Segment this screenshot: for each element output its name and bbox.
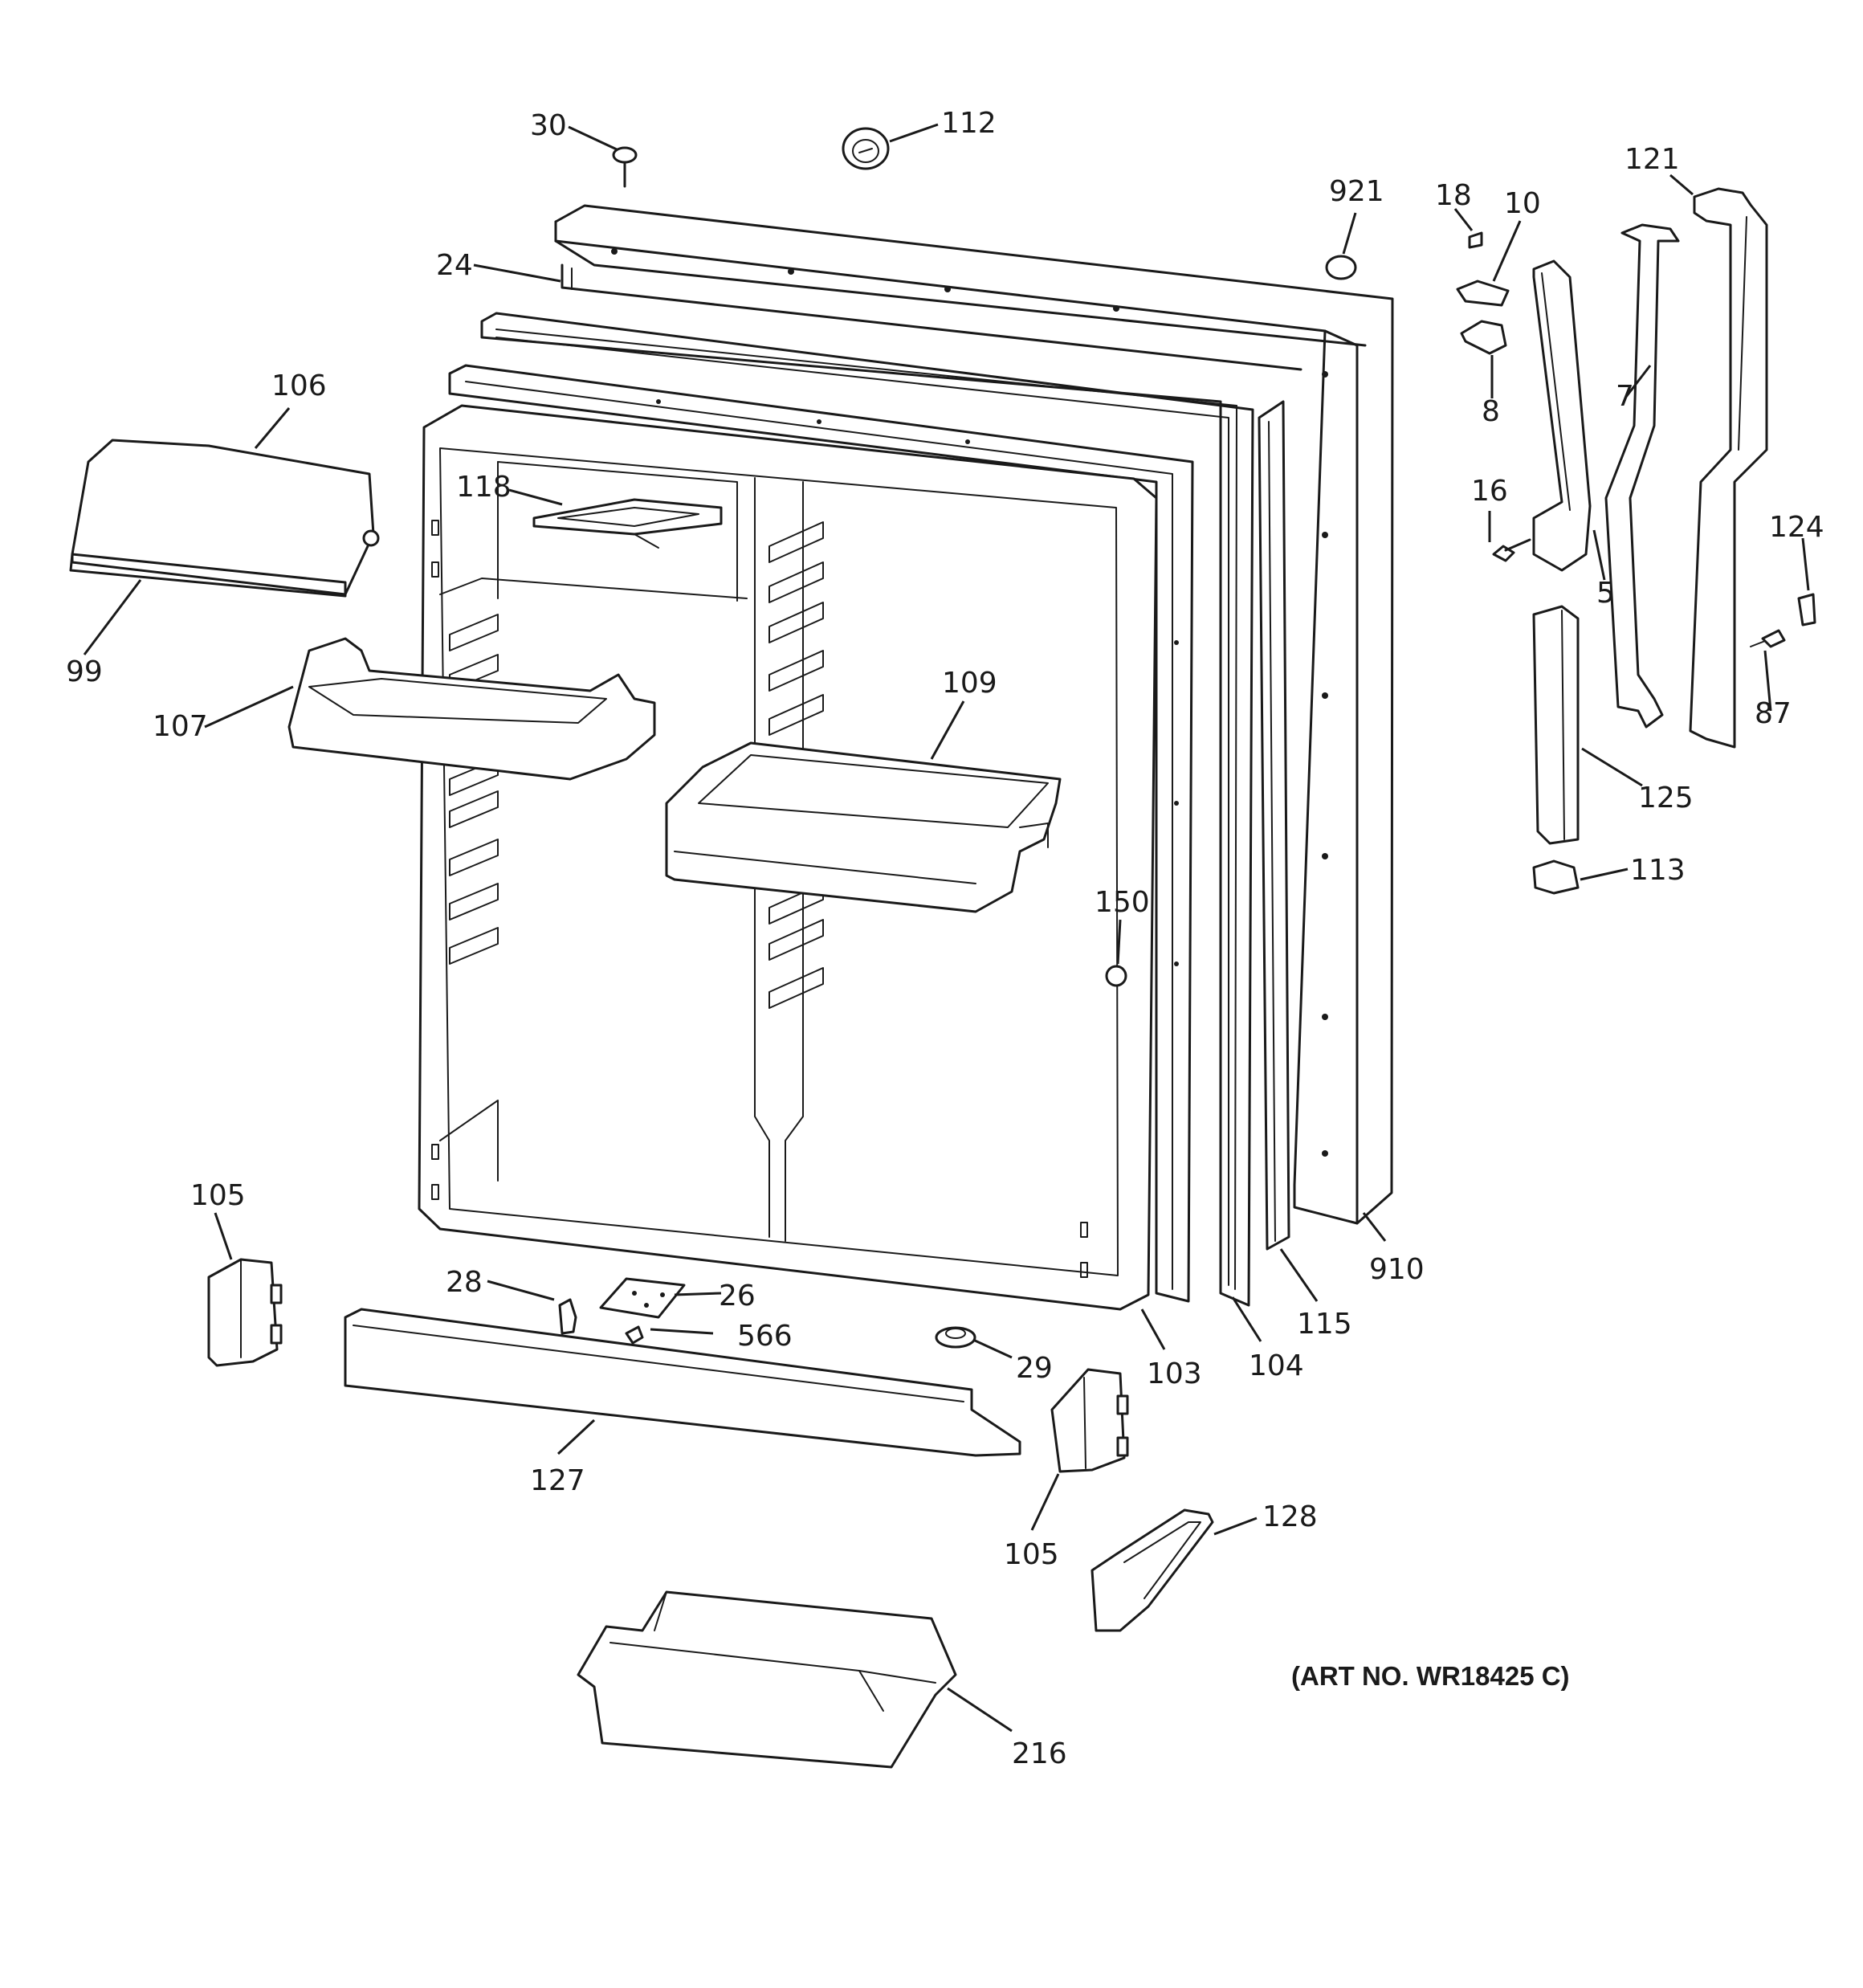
screw-30 — [612, 146, 638, 188]
hinge-cover-10 — [1456, 280, 1510, 307]
label-24: 24 — [436, 249, 473, 282]
label-29: 29 — [1016, 1352, 1053, 1385]
door-shelf-upper — [287, 637, 656, 781]
label-106: 106 — [271, 369, 327, 402]
vertical-strip — [1258, 400, 1290, 1251]
label-105-left: 105 — [190, 1179, 246, 1212]
screw-18 — [1468, 231, 1483, 249]
screw-16 — [1492, 538, 1531, 562]
screw-150 — [1105, 965, 1127, 987]
label-115: 115 — [1297, 1308, 1352, 1341]
hinge-bracket-121 — [1689, 187, 1768, 749]
small-bin — [532, 498, 723, 549]
label-128: 128 — [1262, 1500, 1318, 1533]
label-87: 87 — [1755, 697, 1792, 730]
pin-28 — [558, 1298, 577, 1335]
leader-lines — [83, 123, 1810, 1733]
bottom-bin-216 — [577, 1590, 957, 1769]
label-99: 99 — [66, 655, 103, 688]
label-113: 113 — [1630, 854, 1686, 887]
label-30: 30 — [530, 109, 567, 142]
dairy-compartment-door — [69, 439, 380, 598]
art-number: (ART NO. WR18425 C) — [1291, 1661, 1570, 1691]
door-bin — [665, 741, 1062, 913]
part-labels: 30 112 921 18 10 121 24 8 7 106 118 16 5… — [66, 107, 1824, 1770]
label-18: 18 — [1435, 179, 1472, 212]
label-16: 16 — [1471, 475, 1508, 508]
door-outer-shell — [554, 204, 1394, 1225]
label-103: 103 — [1147, 1357, 1202, 1390]
label-118: 118 — [456, 471, 512, 504]
plate-26 — [599, 1277, 686, 1319]
hinge-arm-7 — [1604, 223, 1680, 729]
clip-124 — [1797, 593, 1816, 627]
label-5: 5 — [1596, 577, 1615, 610]
handle-5 — [1532, 259, 1592, 572]
label-124: 124 — [1769, 511, 1824, 544]
label-216: 216 — [1012, 1737, 1067, 1770]
label-112: 112 — [941, 107, 997, 140]
label-10: 10 — [1504, 187, 1541, 220]
top-trim-strip — [561, 263, 1302, 371]
bottom-trim-bar — [344, 1308, 1021, 1457]
label-109: 109 — [942, 667, 997, 700]
plug-112 — [842, 127, 890, 170]
label-910: 910 — [1369, 1253, 1425, 1286]
label-566: 566 — [737, 1320, 793, 1353]
label-127: 127 — [530, 1464, 585, 1497]
label-26: 26 — [719, 1280, 756, 1312]
end-cap-105-right — [1050, 1368, 1129, 1473]
label-8: 8 — [1482, 395, 1500, 428]
screw-87 — [1750, 629, 1786, 648]
label-107: 107 — [153, 710, 208, 743]
label-7: 7 — [1616, 380, 1634, 413]
grommet-29 — [935, 1326, 976, 1349]
end-piece-128 — [1090, 1508, 1214, 1632]
end-cap-105-left — [207, 1258, 283, 1367]
left-shelf-ribs — [449, 614, 499, 965]
plug-921 — [1325, 255, 1357, 280]
door-liner — [448, 364, 1194, 1303]
channel-125 — [1532, 605, 1580, 845]
label-104: 104 — [1249, 1349, 1304, 1382]
center-shelf-ribs — [768, 521, 824, 1009]
hinge-part-8 — [1460, 320, 1507, 355]
screw-566 — [625, 1325, 644, 1345]
label-150: 150 — [1095, 886, 1150, 919]
label-28: 28 — [446, 1266, 483, 1299]
label-121: 121 — [1625, 143, 1680, 176]
label-105-right: 105 — [1004, 1538, 1059, 1571]
label-921: 921 — [1329, 175, 1384, 208]
block-113 — [1532, 859, 1580, 895]
label-125: 125 — [1638, 782, 1694, 814]
